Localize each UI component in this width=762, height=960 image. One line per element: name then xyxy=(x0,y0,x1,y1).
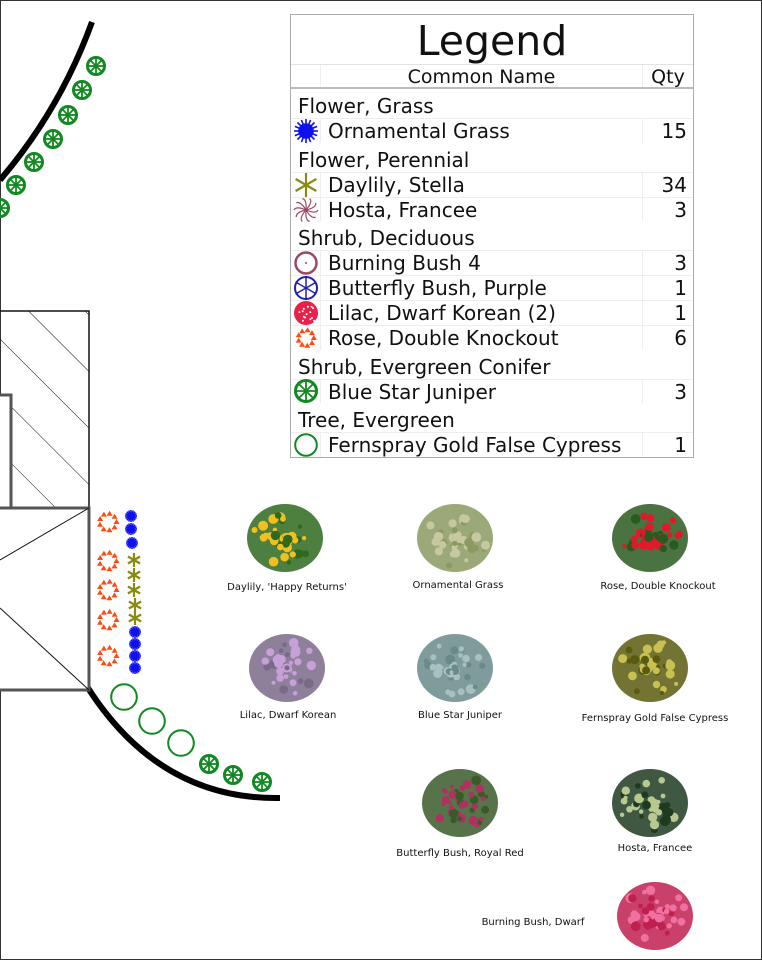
daylily-icon xyxy=(291,173,321,197)
butterfly-bush-icon xyxy=(291,276,321,300)
legend-category: Shrub, Evergreen Conifer xyxy=(291,350,693,379)
legend-header: Common Name Qty xyxy=(291,64,693,89)
grass-icon xyxy=(125,523,137,535)
rose-icon xyxy=(97,579,120,601)
legend-body: Flower, Grass Ornamental Grass 15Flower,… xyxy=(291,89,693,457)
legend-title: Legend xyxy=(291,15,693,64)
rose-icon xyxy=(97,550,120,572)
rose-icon xyxy=(97,511,120,533)
grass-icon xyxy=(129,626,141,638)
juniper-icon xyxy=(225,767,242,784)
legend-row: Fernspray Gold False Cypress 1 xyxy=(291,432,693,457)
grass-icon xyxy=(126,537,138,549)
plant-qty: 6 xyxy=(643,326,693,350)
legend-row: Blue Star Juniper 3 xyxy=(291,379,693,404)
rose-icon xyxy=(291,326,321,350)
juniper-icon xyxy=(60,107,77,124)
plant-name: Burning Bush 4 xyxy=(321,251,643,275)
plant-photo-label: Fernspray Gold False Cypress xyxy=(582,713,729,724)
legend-table: Legend Common Name Qty Flower, Grass Orn… xyxy=(290,14,694,458)
plant-qty: 34 xyxy=(643,173,693,197)
grass-icon xyxy=(291,119,321,143)
rose-icon xyxy=(97,645,120,667)
legend-row: Butterfly Bush, Purple 1 xyxy=(291,275,693,300)
cypress-icon xyxy=(139,708,165,734)
juniper-icon xyxy=(88,58,105,75)
juniper-icon xyxy=(8,177,25,194)
plant-name: Blue Star Juniper xyxy=(321,380,643,404)
lilac-icon xyxy=(291,301,321,325)
plant-name: Daylily, Stella xyxy=(321,173,643,197)
legend-category: Shrub, Deciduous xyxy=(291,221,693,250)
rose-icon xyxy=(97,609,120,631)
juniper-icon xyxy=(45,131,62,148)
plant-name: Butterfly Bush, Purple xyxy=(321,276,643,300)
hosta-icon xyxy=(291,198,321,222)
grass-icon xyxy=(125,510,137,522)
juniper-icon xyxy=(74,82,91,99)
plant-photo xyxy=(605,490,695,580)
plant-photo-label: Lilac, Dwarf Korean xyxy=(240,710,337,721)
legend-row: Burning Bush 4 3 xyxy=(291,250,693,275)
juniper-icon xyxy=(201,756,218,773)
legend-category: Flower, Perennial xyxy=(291,143,693,172)
plant-photo-label: Butterfly Bush, Royal Red xyxy=(396,848,523,859)
daylily-icon xyxy=(129,598,141,612)
plant-qty: 1 xyxy=(643,433,693,457)
plant-photo xyxy=(610,868,700,958)
legend-row: Lilac, Dwarf Korean (2) 1 xyxy=(291,300,693,325)
legend-row: Ornamental Grass 15 xyxy=(291,118,693,143)
plant-photo-label: Daylily, 'Happy Returns' xyxy=(227,582,347,593)
plant-photo-label: Blue Star Juniper xyxy=(418,710,502,721)
plant-photo-label: Rose, Double Knockout xyxy=(600,581,715,592)
daylily-icon xyxy=(128,568,140,582)
daylily-icon xyxy=(128,553,140,567)
plant-photo xyxy=(410,490,500,580)
header-icon-cell xyxy=(291,65,321,87)
plant-name: Lilac, Dwarf Korean (2) xyxy=(321,301,643,325)
plant-qty: 3 xyxy=(643,380,693,404)
cypress-icon xyxy=(291,433,321,457)
plant-qty: 15 xyxy=(643,119,693,143)
bed-edge-top xyxy=(0,22,92,180)
header-qty: Qty xyxy=(643,65,693,87)
plant-qty: 1 xyxy=(643,301,693,325)
daylily-icon xyxy=(128,583,140,597)
legend-category: Flower, Grass xyxy=(291,89,693,118)
daylily-icon xyxy=(129,611,141,625)
legend-row: Rose, Double Knockout 6 xyxy=(291,325,693,350)
plant-photo-label: Hosta, Francee xyxy=(618,843,693,854)
plant-photo xyxy=(240,490,330,580)
header-common-name: Common Name xyxy=(321,65,643,87)
juniper-icon xyxy=(254,774,271,791)
plant-photo xyxy=(242,620,332,710)
juniper-icon xyxy=(291,380,321,404)
plant-qty: 1 xyxy=(643,276,693,300)
house-footprint xyxy=(0,311,89,690)
grass-icon xyxy=(129,662,141,674)
plant-photo xyxy=(415,755,505,845)
juniper-icon xyxy=(0,200,9,217)
plant-qty: 3 xyxy=(643,198,693,222)
plant-name: Fernspray Gold False Cypress xyxy=(321,433,643,457)
legend-row: Hosta, Francee 3 xyxy=(291,197,693,222)
legend-category: Tree, Evergreen xyxy=(291,403,693,432)
plant-name: Ornamental Grass xyxy=(321,119,643,143)
burning-bush-icon xyxy=(291,251,321,275)
grass-icon xyxy=(129,650,141,662)
plant-photo xyxy=(605,755,695,845)
plant-photo-label: Ornamental Grass xyxy=(413,580,504,591)
cypress-icon xyxy=(168,730,194,756)
plant-name: Rose, Double Knockout xyxy=(321,326,643,350)
plant-name: Hosta, Francee xyxy=(321,198,643,222)
plant-photo xyxy=(410,620,500,710)
plant-qty: 3 xyxy=(643,251,693,275)
plant-photo xyxy=(605,620,695,710)
legend-row: Daylily, Stella 34 xyxy=(291,172,693,197)
juniper-icon xyxy=(26,154,43,171)
cypress-icon xyxy=(111,684,137,710)
plant-photo-label: Burning Bush, Dwarf xyxy=(482,917,585,928)
grass-icon xyxy=(129,638,141,650)
